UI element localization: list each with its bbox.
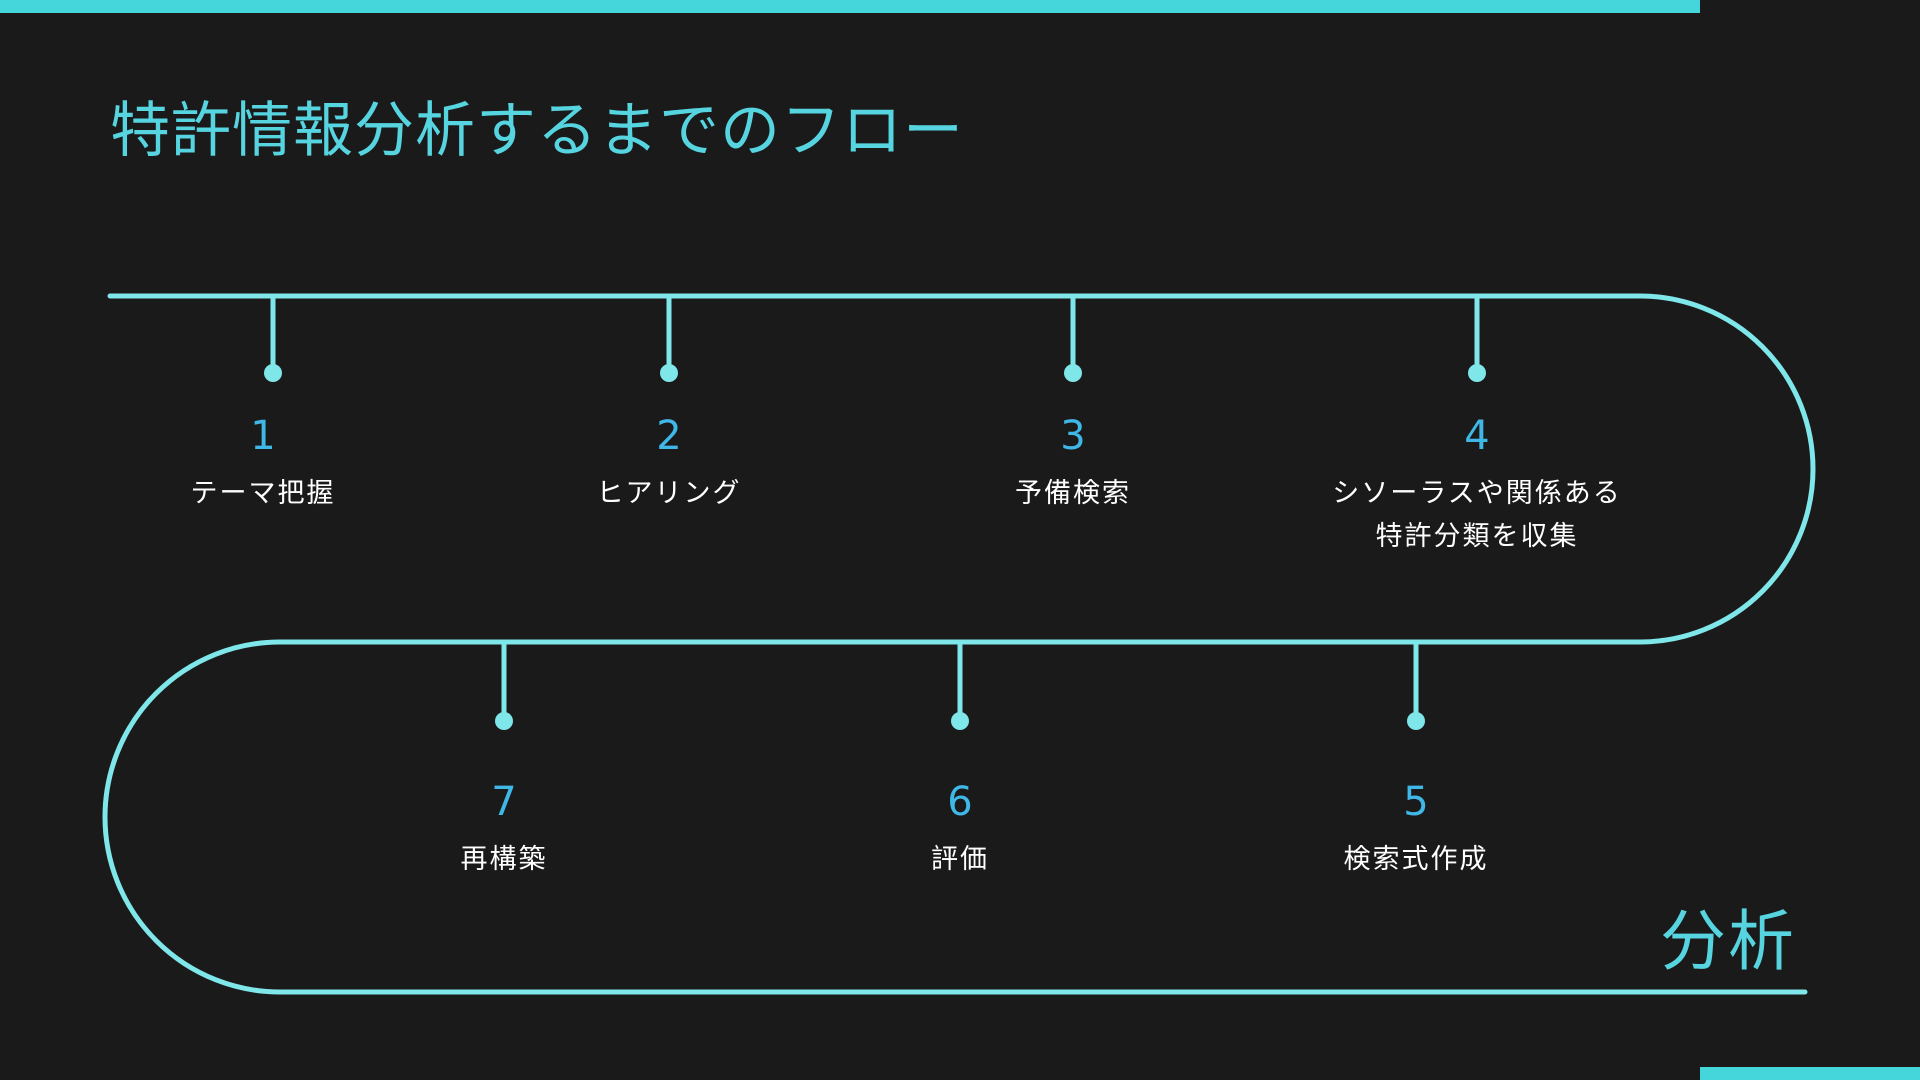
step-number: 6 — [947, 779, 973, 825]
step-5: 5 検索式作成 — [1236, 778, 1596, 881]
step-label-line2: 特許分類を収集 — [1375, 521, 1579, 552]
step-4: 4 シソーラスや関係ある 特許分類を収集 — [1297, 412, 1657, 558]
step-label: ヒアリング — [596, 478, 742, 509]
step-number: 2 — [656, 413, 682, 459]
step-number: 5 — [1403, 779, 1429, 825]
step-number: 1 — [250, 413, 276, 459]
step-number: 7 — [491, 779, 517, 825]
step-number: 3 — [1060, 413, 1086, 459]
page-title: 特許情報分析するまでのフロー — [110, 96, 964, 166]
node-dot-step-3 — [1064, 364, 1082, 382]
step-1: 1 テーマ把握 — [83, 412, 443, 515]
step-label: 検索式作成 — [1343, 844, 1489, 875]
step-label: テーマ把握 — [190, 478, 336, 509]
step-label: 評価 — [931, 844, 989, 875]
step-3: 3 予備検索 — [893, 412, 1253, 515]
step-7: 7 再構築 — [324, 778, 684, 881]
node-dot-step-7 — [495, 712, 513, 730]
node-dot-step-5 — [1407, 712, 1425, 730]
step-number: 4 — [1464, 413, 1490, 459]
step-2: 2 ヒアリング — [489, 412, 849, 515]
node-dot-step-4 — [1468, 364, 1486, 382]
bottom-accent-bar — [1700, 1067, 1920, 1080]
step-label: 再構築 — [460, 844, 548, 875]
step-label: 予備検索 — [1015, 478, 1131, 509]
step-6: 6 評価 — [780, 778, 1140, 881]
top-accent-bar — [0, 0, 1700, 13]
node-dot-step-2 — [660, 364, 678, 382]
node-dot-step-6 — [951, 712, 969, 730]
step-label: シソーラスや関係ある — [1332, 478, 1622, 509]
end-label: 分析 — [1660, 903, 1796, 980]
node-dot-step-1 — [264, 364, 282, 382]
